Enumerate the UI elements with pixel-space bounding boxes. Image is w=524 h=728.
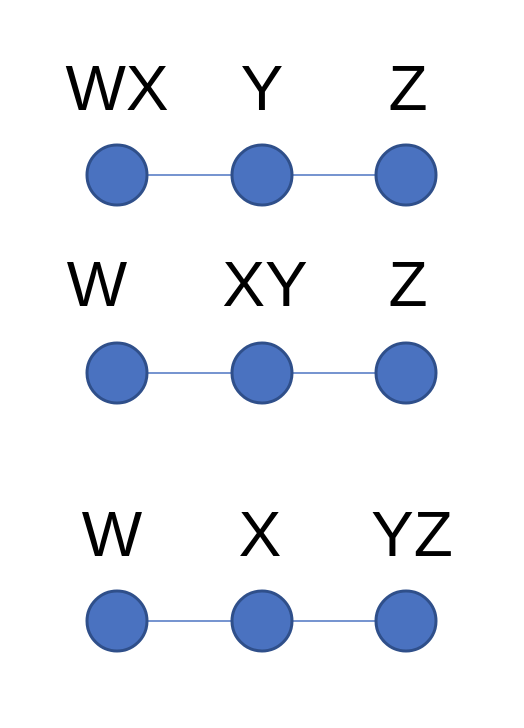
node-1-2 [230, 143, 294, 207]
node-label-1-3: Z [388, 52, 427, 124]
node-label-1-1: WX [65, 52, 168, 124]
node-2-2 [230, 341, 294, 405]
node-1-1 [85, 143, 149, 207]
chain-row-2: W XY Z [67, 248, 438, 405]
node-label-1-2: Y [241, 52, 284, 124]
node-3-3 [374, 589, 438, 653]
node-label-3-3: YZ [371, 498, 453, 570]
node-label-3-1: W [82, 498, 143, 570]
node-label-2-3: Z [388, 248, 427, 320]
node-2-3 [374, 341, 438, 405]
chain-row-3: W X YZ [82, 498, 453, 653]
node-1-3 [374, 143, 438, 207]
chain-row-1: WX Y Z [65, 52, 438, 207]
node-3-1 [85, 589, 149, 653]
node-label-3-2: X [239, 498, 282, 570]
node-label-2-2: XY [222, 248, 307, 320]
node-label-2-1: W [67, 248, 128, 320]
node-2-1 [85, 341, 149, 405]
node-3-2 [230, 589, 294, 653]
